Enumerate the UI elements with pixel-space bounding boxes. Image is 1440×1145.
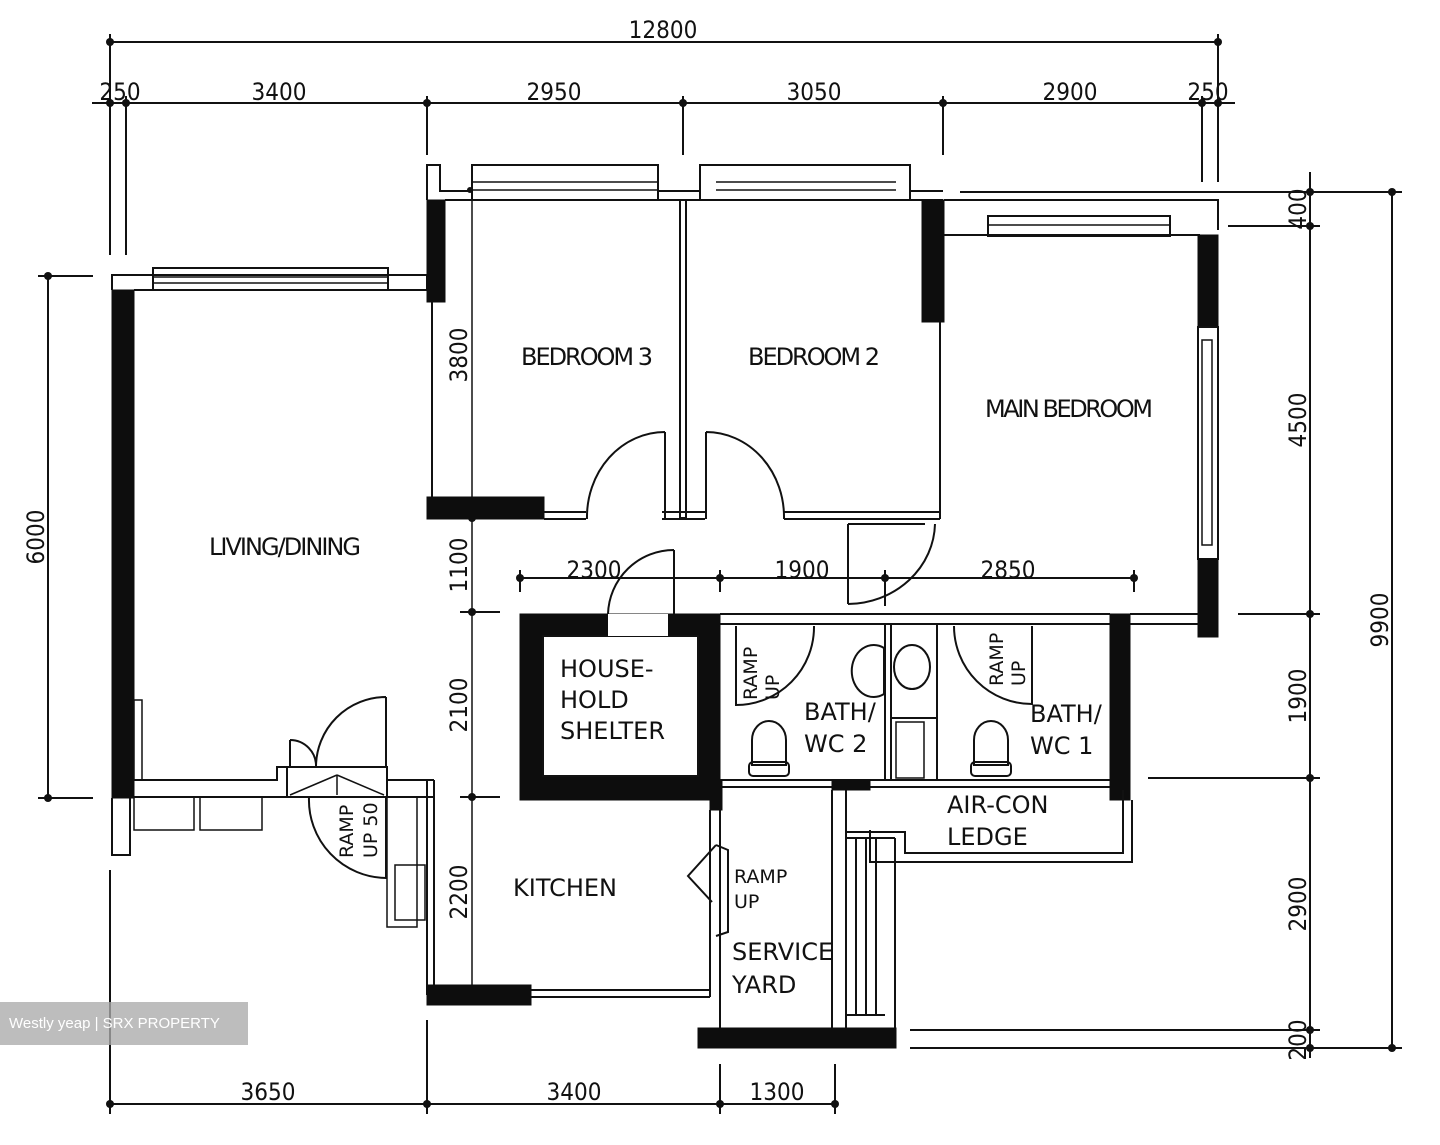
dim-left-overall: 6000 — [22, 510, 50, 565]
dim-top-2: 3400 — [252, 78, 307, 106]
dimension-lines — [38, 34, 1402, 1114]
label-bedroom-3: BEDROOM 3 — [521, 343, 653, 371]
label-ramp-bath2-2: UP — [762, 675, 784, 700]
label-ramp-service-2: UP — [734, 891, 759, 913]
label-ramp-entrance-1: RAMP — [336, 805, 358, 858]
label-bath-wc-2-line1: BATH/ — [804, 698, 877, 726]
label-main-bedroom: MAIN BEDROOM — [985, 395, 1153, 423]
dim-top-5: 2900 — [1043, 78, 1098, 106]
dim-right-5: 200 — [1284, 1019, 1312, 1060]
door-swings — [289, 431, 1033, 937]
watermark: Westly yeap | SRX PROPERTY — [0, 1002, 248, 1045]
dim-inner-v-4: 2200 — [445, 865, 473, 920]
label-ramp-bath1-2: UP — [1008, 661, 1030, 686]
dim-inner-h-1: 2300 — [567, 556, 622, 584]
dim-right-1: 400 — [1284, 188, 1312, 229]
dim-top-3: 2950 — [527, 78, 582, 106]
dim-inner-v-2: 1100 — [445, 538, 473, 593]
label-living-dining: LIVING/DINING — [209, 533, 361, 561]
dim-top-1: 250 — [99, 78, 140, 106]
room-labels: LIVING/DINING BEDROOM 3 BEDROOM 2 MAIN B… — [209, 343, 1153, 999]
label-household-shelter-1: HOUSE- — [560, 655, 654, 683]
label-bath-wc-1-line2: WC 1 — [1030, 732, 1093, 760]
dim-inner-v-3: 2100 — [445, 678, 473, 733]
dim-right-3: 1900 — [1284, 669, 1312, 724]
label-service-yard-2: YARD — [731, 971, 796, 999]
label-aircon-ledge-1: AIR-CON — [947, 791, 1048, 819]
label-household-shelter-2: HOLD — [560, 686, 629, 714]
dim-right-2: 4500 — [1284, 393, 1312, 448]
label-household-shelter-3: SHELTER — [560, 717, 665, 745]
dim-right-4: 2900 — [1284, 877, 1312, 932]
label-aircon-ledge-2: LEDGE — [947, 823, 1028, 851]
label-kitchen: KITCHEN — [513, 874, 617, 902]
label-ramp-bath2-1: RAMP — [740, 647, 762, 700]
dim-inner-h-3: 2850 — [981, 556, 1036, 584]
dim-bottom-3: 1300 — [750, 1078, 805, 1106]
dim-inner-h-2: 1900 — [775, 556, 830, 584]
dim-bottom-2: 3400 — [547, 1078, 602, 1106]
label-bath-wc-1-line1: BATH/ — [1030, 700, 1103, 728]
dim-bottom-1: 3650 — [241, 1078, 296, 1106]
dim-top-4: 3050 — [787, 78, 842, 106]
label-ramp-entrance-2: UP 50 — [360, 802, 382, 858]
walls — [111, 164, 1219, 1049]
label-bedroom-2: BEDROOM 2 — [748, 343, 880, 371]
label-ramp-service-1: RAMP — [734, 866, 787, 888]
dimension-labels: 12800 250 3400 2950 3050 2900 250 2300 1… — [22, 16, 1394, 1106]
dim-top-overall: 12800 — [629, 16, 698, 44]
dim-inner-v-1: 3800 — [445, 328, 473, 383]
label-service-yard-1: SERVICE — [732, 938, 833, 966]
dim-right-overall: 9900 — [1366, 593, 1394, 648]
label-bath-wc-2-line2: WC 2 — [804, 730, 867, 758]
dim-top-6: 250 — [1187, 78, 1228, 106]
label-ramp-bath1-1: RAMP — [986, 633, 1008, 686]
